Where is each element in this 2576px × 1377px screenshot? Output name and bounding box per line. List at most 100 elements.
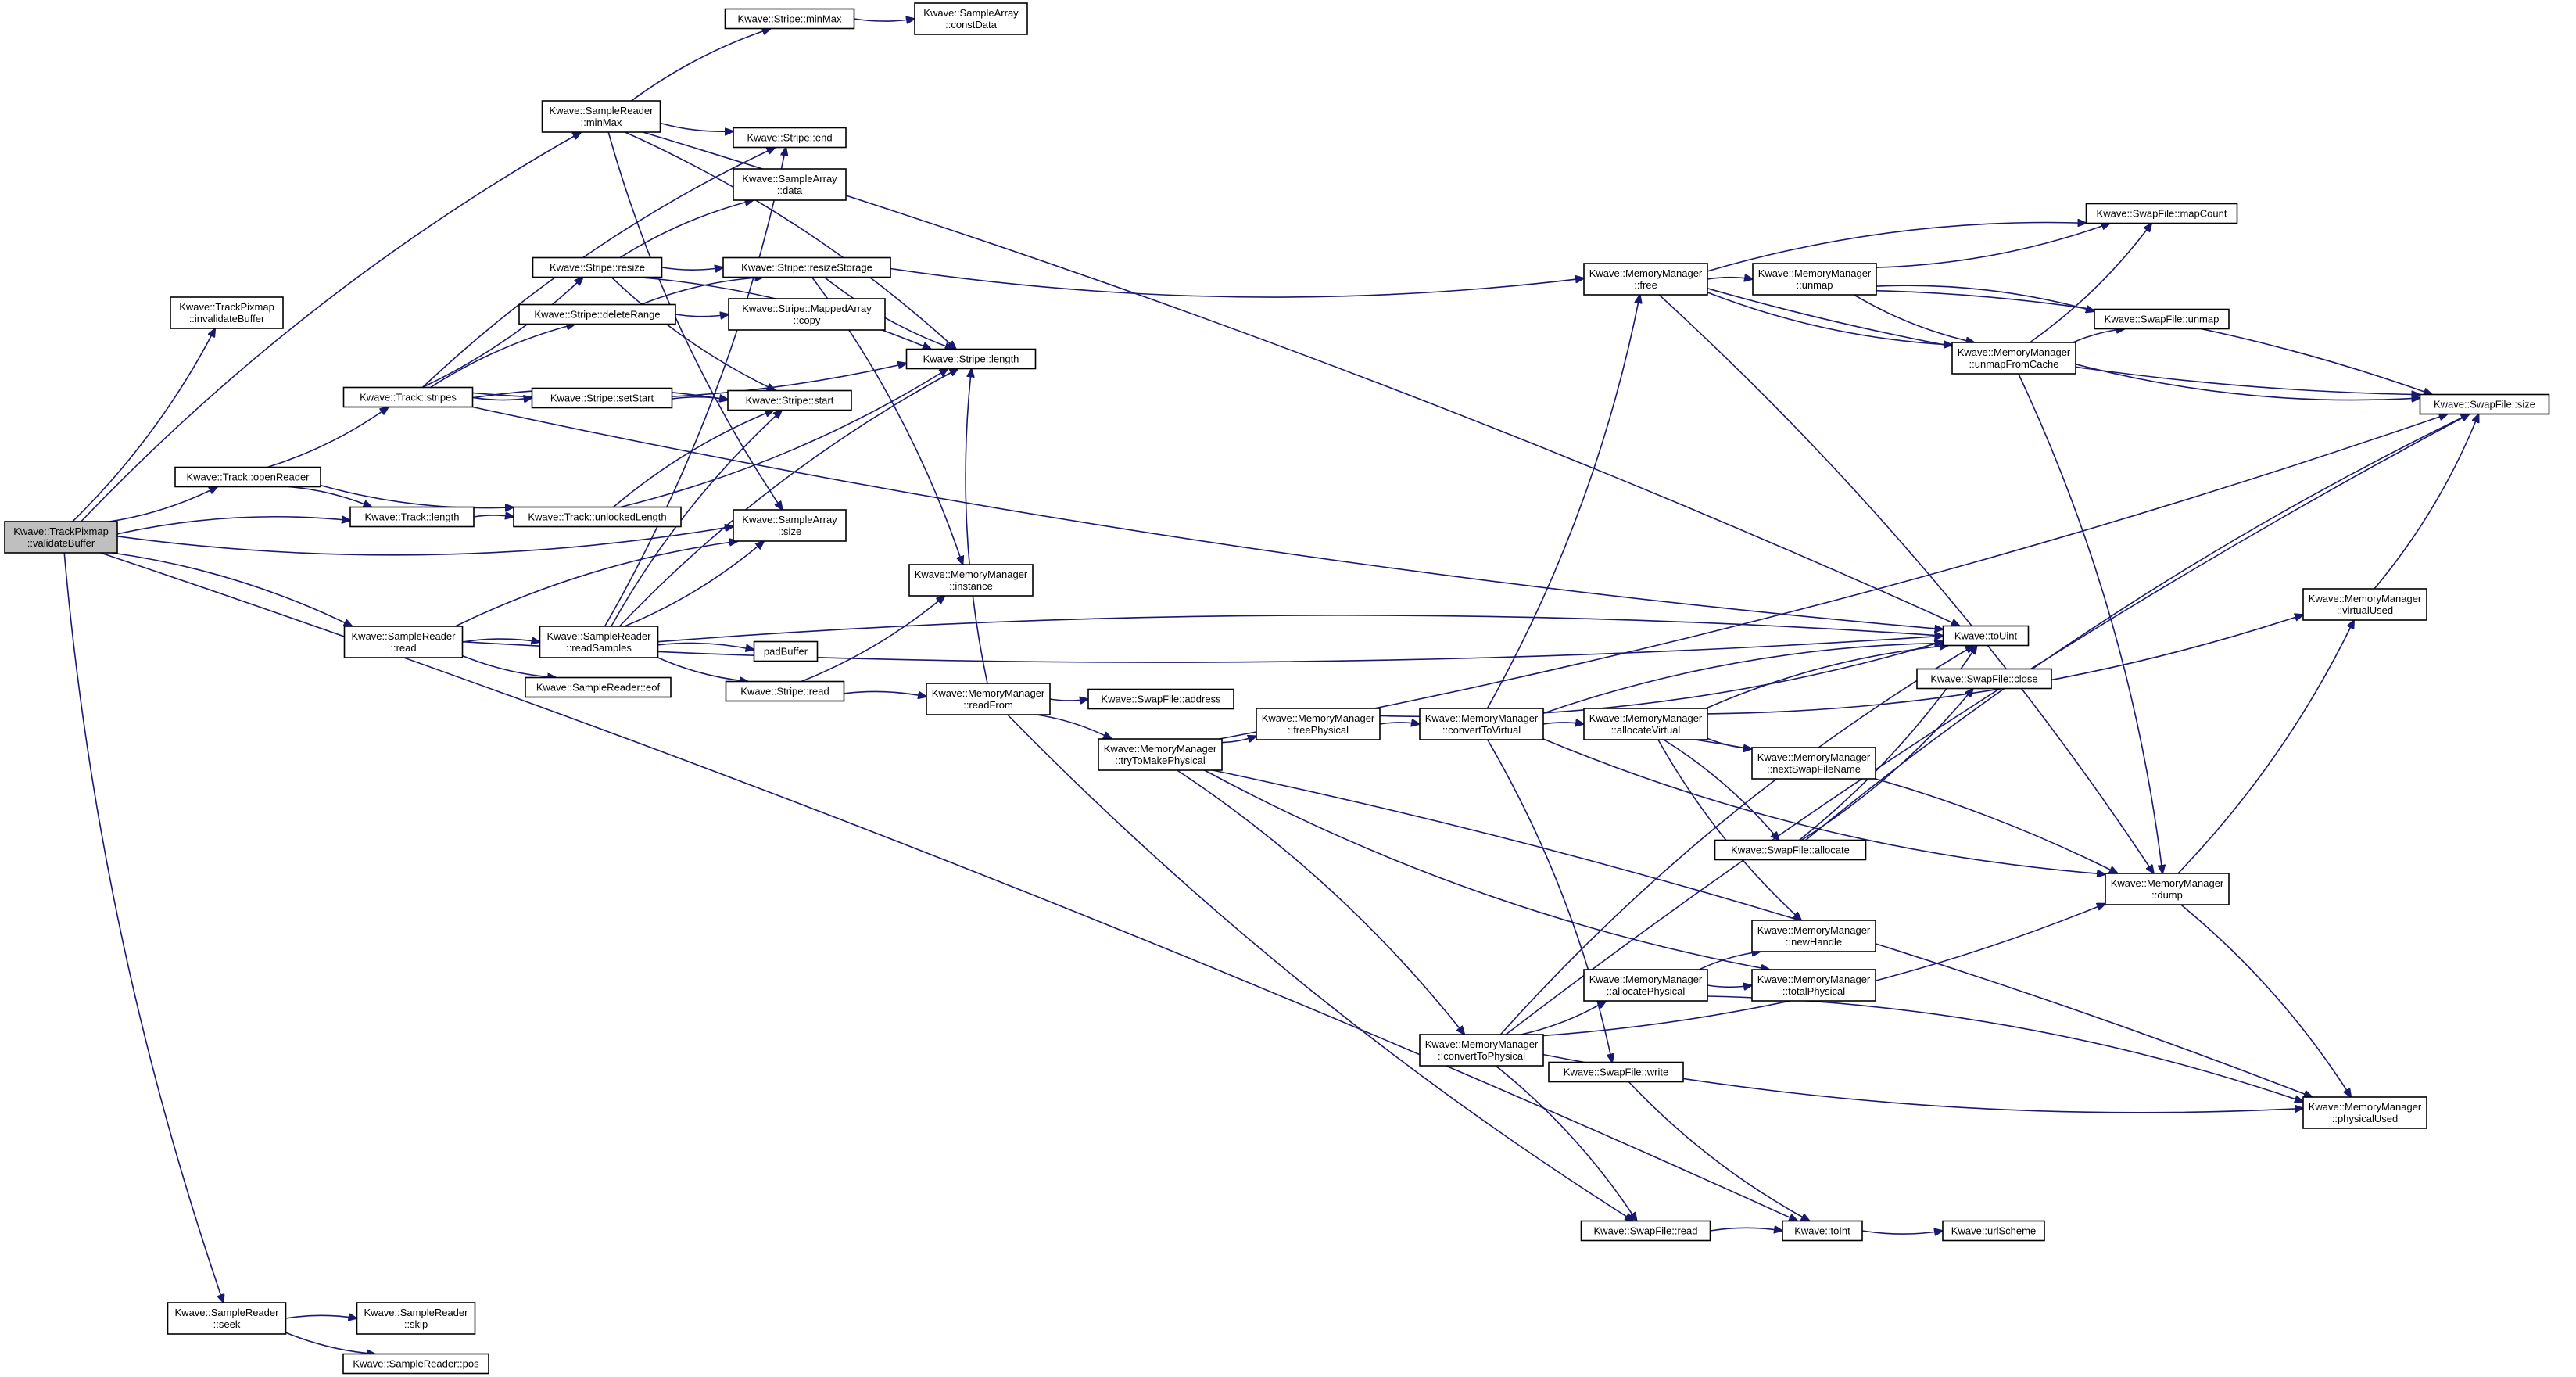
node-box-track_unlockedLength (513, 506, 682, 528)
node-mm_newHandle[interactable]: Kwave::MemoryManager::newHandle (1751, 920, 1876, 952)
node-mm_physicalUsed[interactable]: Kwave::MemoryManager::physicalUsed (2302, 1096, 2427, 1129)
edge-track_openReader-to-track_unlockedLength (320, 484, 514, 508)
node-root[interactable]: Kwave::TrackPixmap::validateBuffer (4, 521, 118, 554)
edge-toInt-to-urlScheme (1861, 1231, 1943, 1234)
node-label-sf_address-0: Kwave::SwapFile::address (1101, 694, 1221, 705)
node-toInt[interactable]: Kwave::toInt (1782, 1220, 1863, 1242)
node-track_openReader[interactable]: Kwave::Track::openReader (174, 466, 321, 488)
node-box-sr_read (343, 626, 464, 658)
edge-track_stripes-to-stripe_resize (421, 278, 583, 389)
node-sr_seek[interactable]: Kwave::SampleReader::seek (167, 1302, 287, 1335)
node-sf_read[interactable]: Kwave::SwapFile::read (1580, 1220, 1711, 1242)
node-track_length[interactable]: Kwave::Track::length (349, 506, 475, 528)
node-sr_readSamples[interactable]: Kwave::SampleReader::readSamples (539, 626, 659, 658)
node-sf_write[interactable]: Kwave::SwapFile::write (1548, 1061, 1684, 1083)
node-mm_totalPhysical[interactable]: Kwave::MemoryManager::totalPhysical (1751, 969, 1876, 1002)
node-mm_convertToVirtual[interactable]: Kwave::MemoryManager::convertToVirtual (1419, 708, 1544, 740)
edge-mm_tryToMakePhysical-to-sf_size (1219, 414, 2448, 740)
node-label-mm_convertToPhysical-1: ::convertToPhysical (1438, 1050, 1525, 1062)
node-stripe_end[interactable]: Kwave::Stripe::end (733, 127, 847, 149)
node-stripe_read[interactable]: Kwave::Stripe::read (725, 680, 845, 702)
edge-mm_tryToMakePhysical-to-mm_convertToPhysical (1177, 769, 1465, 1035)
edge-track_stripes-to-stripe_end (421, 148, 775, 389)
node-sf_size[interactable]: Kwave::SwapFile::size (2419, 393, 2550, 415)
node-sf_mapCount[interactable]: Kwave::SwapFile::mapCount (2085, 203, 2238, 224)
edge-sr_read-to-toUint (462, 636, 1944, 663)
node-box-sf_address (1087, 688, 1234, 710)
node-mm_dump[interactable]: Kwave::MemoryManager::dump (2105, 873, 2230, 905)
edge-mm_free-to-mm_unmapFromCache (1707, 292, 1952, 345)
node-toUint[interactable]: Kwave::toUint (1942, 625, 2030, 647)
node-box-sa_size (733, 509, 847, 542)
node-label-stripe_deleteRange-0: Kwave::Stripe::deleteRange (534, 309, 660, 321)
node-stripe_resizeStorage[interactable]: Kwave::Stripe::resizeStorage (722, 256, 891, 278)
node-sr_pos[interactable]: Kwave::SampleReader::pos (342, 1353, 489, 1375)
edge-stripe_minMax-to-sa_constData (854, 19, 915, 21)
edge-sf_allocate-to-sf_size (1804, 414, 2470, 841)
node-sf_address[interactable]: Kwave::SwapFile::address (1087, 688, 1234, 710)
edge-mm_free-to-sf_mapCount (1707, 222, 2087, 272)
node-box-stripe_minMax (724, 8, 855, 30)
node-padBuffer[interactable]: padBuffer (753, 640, 819, 662)
node-sa_data[interactable]: Kwave::SampleArray::data (733, 168, 847, 201)
node-box-mm_convertToVirtual (1419, 708, 1544, 740)
node-sf_allocate[interactable]: Kwave::SwapFile::allocate (1714, 839, 1867, 861)
node-mm_nextSwapFileName[interactable]: Kwave::MemoryManager::nextSwapFileName (1751, 747, 1876, 780)
node-stripe_setStart[interactable]: Kwave::Stripe::setStart (531, 387, 673, 409)
node-sf_close[interactable]: Kwave::SwapFile::close (1916, 668, 2052, 690)
node-track_stripes[interactable]: Kwave::Track::stripes (342, 386, 474, 408)
node-stripe_length[interactable]: Kwave::Stripe::length (905, 348, 1037, 370)
node-box-track_length (349, 506, 475, 528)
node-stripe_deleteRange[interactable]: Kwave::Stripe::deleteRange (518, 303, 676, 325)
edge-mm_unmap-to-mm_unmapFromCache (1854, 294, 1975, 342)
edge-mm_allocatePhysical-to-mm_physicalUsed (1707, 995, 2303, 1102)
node-track_unlockedLength[interactable]: Kwave::Track::unlockedLength (513, 506, 682, 528)
node-box-root (4, 521, 118, 554)
node-mm_instance[interactable]: Kwave::MemoryManager::instance (908, 564, 1034, 597)
node-mm_virtualUsed[interactable]: Kwave::MemoryManager::virtualUsed (2302, 588, 2427, 621)
edge-mm_unmapFromCache-to-mm_dump (2018, 373, 2162, 873)
edge-sr_read-to-sr_eof (462, 654, 557, 678)
node-box-mm_totalPhysical (1751, 969, 1876, 1002)
node-tp_invalidate[interactable]: Kwave::TrackPixmap::invalidateBuffer (170, 296, 284, 329)
node-sa_constData[interactable]: Kwave::SampleArray::constData (914, 2, 1028, 35)
node-label-sa_size-0: Kwave::SampleArray (742, 514, 837, 525)
node-sr_minMax[interactable]: Kwave::SampleReader::minMax (541, 100, 661, 133)
node-label-sf_mapCount-0: Kwave::SwapFile::mapCount (2097, 208, 2227, 220)
node-box-mm_free (1583, 263, 1708, 296)
node-ma_copy[interactable]: Kwave::Stripe::MappedArray::copy (728, 298, 886, 331)
node-label-sf_read-0: Kwave::SwapFile::read (1594, 1225, 1698, 1237)
edge-mm_convertToPhysical-to-mm_allocatePhysical (1521, 1001, 1607, 1035)
node-sr_skip[interactable]: Kwave::SampleReader::skip (356, 1302, 476, 1335)
node-label-mm_readFrom-0: Kwave::MemoryManager (932, 687, 1045, 699)
node-stripe_minMax[interactable]: Kwave::Stripe::minMax (724, 8, 855, 30)
edge-root-to-sa_size (116, 526, 733, 556)
node-mm_unmapFromCache[interactable]: Kwave::MemoryManager::unmapFromCache (1951, 342, 2076, 375)
node-mm_allocateVirtual[interactable]: Kwave::MemoryManager::allocateVirtual (1583, 708, 1708, 740)
node-mm_tryToMakePhysical[interactable]: Kwave::MemoryManager::tryToMakePhysical (1098, 738, 1223, 771)
node-stripe_resize[interactable]: Kwave::Stripe::resize (532, 256, 663, 278)
node-mm_unmap[interactable]: Kwave::MemoryManager::unmap (1752, 263, 1877, 296)
node-label-mm_newHandle-0: Kwave::MemoryManager (1757, 924, 1871, 936)
node-sr_read[interactable]: Kwave::SampleReader::read (343, 626, 464, 658)
edge-mm_convertToVirtual-to-mm_free (1486, 295, 1639, 709)
edge-mm_allocatePhysical-to-mm_totalPhysical (1707, 985, 1752, 987)
node-label-sa_size-1: ::size (778, 525, 801, 537)
node-stripe_start[interactable]: Kwave::Stripe::start (727, 389, 852, 411)
node-mm_free[interactable]: Kwave::MemoryManager::free (1583, 263, 1708, 296)
node-box-stripe_length (905, 348, 1037, 370)
node-mm_freePhysical[interactable]: Kwave::MemoryManager::freePhysical (1256, 708, 1381, 740)
node-sr_eof[interactable]: Kwave::SampleReader::eof (525, 676, 672, 698)
node-mm_readFrom[interactable]: Kwave::MemoryManager::readFrom (926, 683, 1051, 715)
edge-sr_read-to-sr_readSamples (462, 639, 540, 642)
node-mm_convertToPhysical[interactable]: Kwave::MemoryManager::convertToPhysical (1419, 1034, 1544, 1067)
node-label-mm_convertToVirtual-1: ::convertToVirtual (1442, 724, 1521, 736)
node-urlScheme[interactable]: Kwave::urlScheme (1942, 1220, 2045, 1242)
node-mm_allocatePhysical[interactable]: Kwave::MemoryManager::allocatePhysical (1583, 969, 1708, 1002)
node-label-mm_virtualUsed-1: ::virtualUsed (2337, 604, 2393, 616)
node-sa_size[interactable]: Kwave::SampleArray::size (733, 509, 847, 542)
edge-mm_allocateVirtual-to-mm_newHandle (1657, 739, 1801, 920)
node-sf_unmap[interactable]: Kwave::SwapFile::unmap (2094, 308, 2230, 330)
node-box-sa_data (733, 168, 847, 201)
